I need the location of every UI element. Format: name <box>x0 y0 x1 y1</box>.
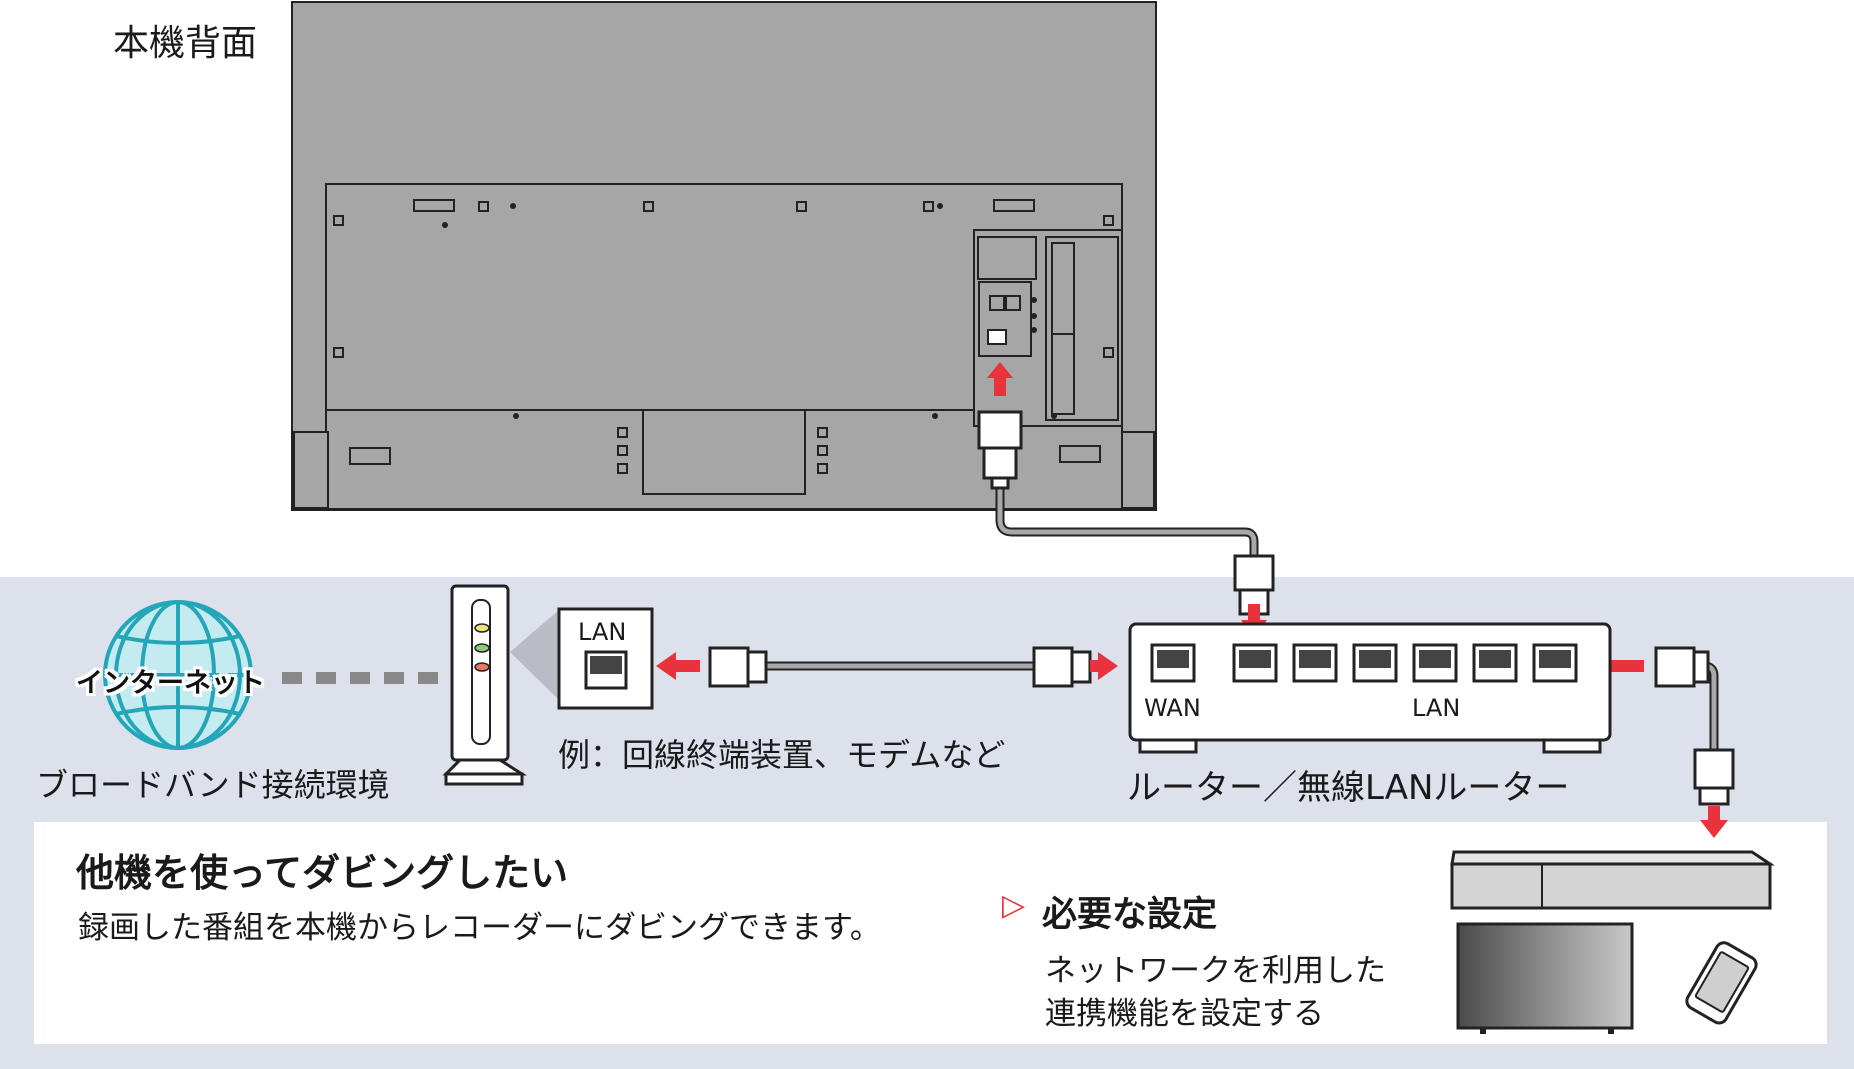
recorder-device <box>1450 850 1775 910</box>
required-settings-marker: ▷ <box>1002 888 1026 923</box>
required-settings-title: 必要な設定 <box>1042 895 1218 935</box>
router-wan-label: WAN <box>1144 694 1201 722</box>
required-settings-line: 連携機能を設定する <box>1045 996 1324 1032</box>
lan-cables <box>744 438 1719 752</box>
smartphone-icon <box>1685 941 1758 1025</box>
tv-rear-panel <box>291 1 1157 511</box>
router-lan-label: LAN <box>1412 694 1461 722</box>
external-tv-icon <box>1456 922 1634 1034</box>
required-settings-line: ネットワークを利用した <box>1045 953 1386 989</box>
modem-device <box>442 584 654 786</box>
router-label: ルーター／無線LANルーター <box>1127 768 1570 808</box>
modem-lan-label: LAN <box>578 618 627 646</box>
router-device <box>1128 622 1612 754</box>
usage-heading: 他機を使ってダビングしたい <box>76 851 569 895</box>
internet-label: インターネット <box>76 668 265 699</box>
modem-example-label: 例：回線終端装置、モデムなど <box>558 736 1006 774</box>
lan-connectors <box>708 410 1735 806</box>
rear-panel-title: 本機背面 <box>113 23 258 64</box>
broadband-label: ブロードバンド接続環境 <box>36 766 390 804</box>
usage-description: 録画した番組を本機からレコーダーにダビングできます。 <box>78 910 881 946</box>
internet-globe-icon <box>103 600 253 750</box>
